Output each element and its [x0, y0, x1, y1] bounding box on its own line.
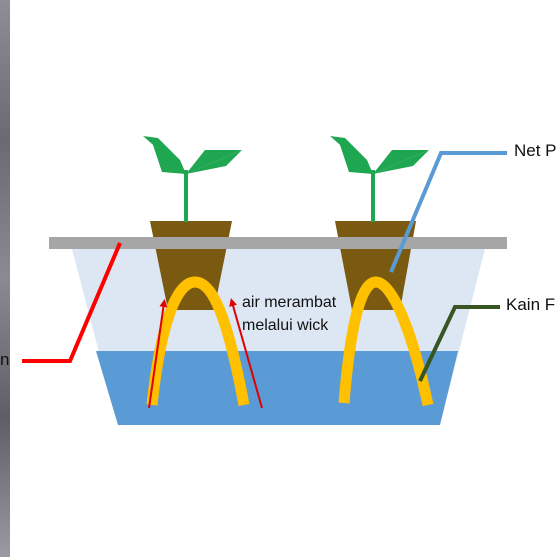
capillary-arrow-right [229, 298, 263, 409]
seedling-left [143, 136, 242, 222]
wick-note: air merambat melalui wick [242, 291, 336, 337]
label-left-partial: n [0, 350, 10, 369]
background-edge [0, 0, 10, 557]
wick-note-line1: air merambat [242, 294, 337, 311]
label-kain-flanel: Kain F [506, 295, 556, 314]
wick-right [338, 276, 434, 407]
wick-note-line2: melalui wick [242, 317, 329, 334]
wick-left [146, 276, 250, 407]
pointer-line-kain-flanel [418, 305, 500, 382]
seedling-right [330, 136, 429, 222]
container-lid [49, 237, 507, 249]
label-net-pot: Net P [514, 141, 557, 160]
capillary-arrow-left [148, 299, 168, 409]
water [96, 351, 458, 425]
pointer-line-net-pot [389, 151, 507, 273]
pointer-line-left [22, 242, 122, 363]
